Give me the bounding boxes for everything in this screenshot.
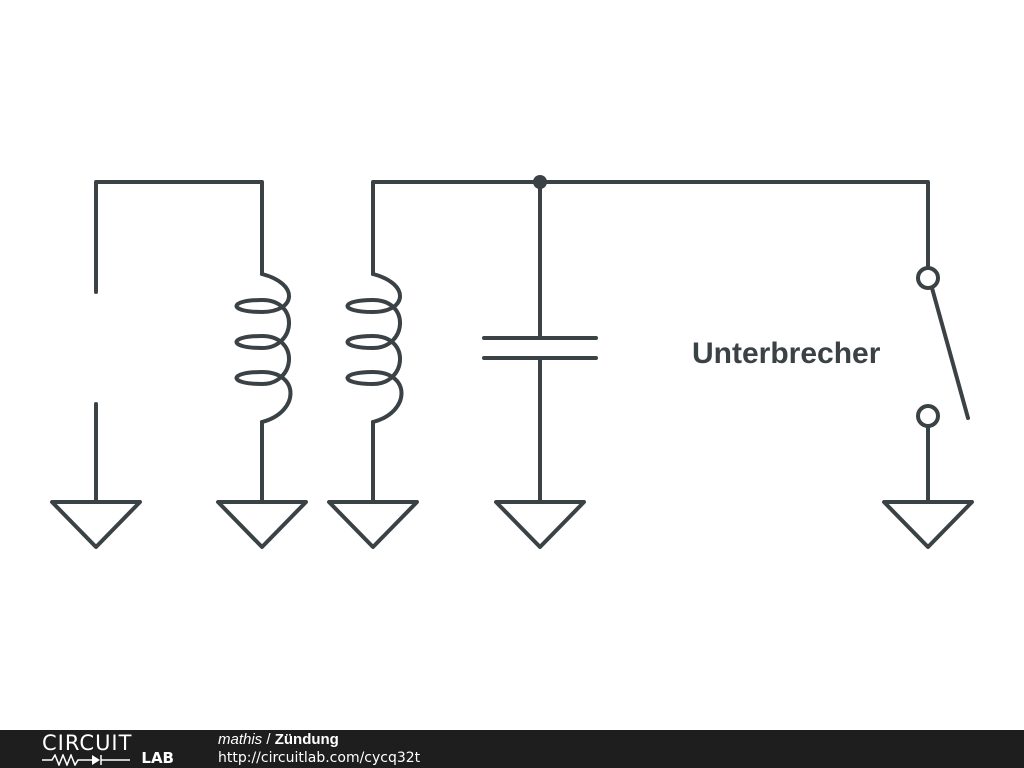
inductor-secondary — [345, 272, 404, 424]
ground-symbol-5 — [882, 500, 974, 549]
circuitlab-logo[interactable]: CIRCUIT LAB — [42, 732, 176, 766]
resistor-diode-icon — [42, 754, 130, 766]
switch-terminal-bottom — [916, 404, 940, 428]
footer-text-block: mathis / Zündung http://circuitlab.com/c… — [218, 731, 420, 767]
logo-word-lab: LAB — [141, 749, 174, 767]
ground-symbol-2 — [216, 500, 308, 549]
footer-title-line: mathis / Zündung — [218, 731, 420, 749]
ground-symbol-1 — [50, 500, 142, 549]
spark-gap-upper-wire — [94, 180, 264, 294]
title-separator: / — [262, 731, 275, 748]
author-name[interactable]: mathis — [218, 731, 263, 748]
switch-lever — [930, 286, 970, 420]
ground-symbol-4 — [494, 500, 586, 549]
main-bus-wire — [371, 180, 930, 276]
inductor-primary — [234, 272, 293, 424]
circuit-schematic: Unterbrecher — [50, 175, 974, 549]
switch-label: Unterbrecher — [692, 337, 881, 370]
ground-symbol-3 — [327, 500, 419, 549]
circuit-title[interactable]: Zündung — [274, 731, 339, 748]
circuit-url[interactable]: http://circuitlab.com/cycq32t — [218, 750, 421, 766]
logo-word-circuit: CIRCUIT — [42, 731, 133, 755]
footer-bar: CIRCUIT LAB mathis / Zündung http://circ… — [0, 730, 1024, 768]
switch-terminal-top — [916, 266, 940, 290]
